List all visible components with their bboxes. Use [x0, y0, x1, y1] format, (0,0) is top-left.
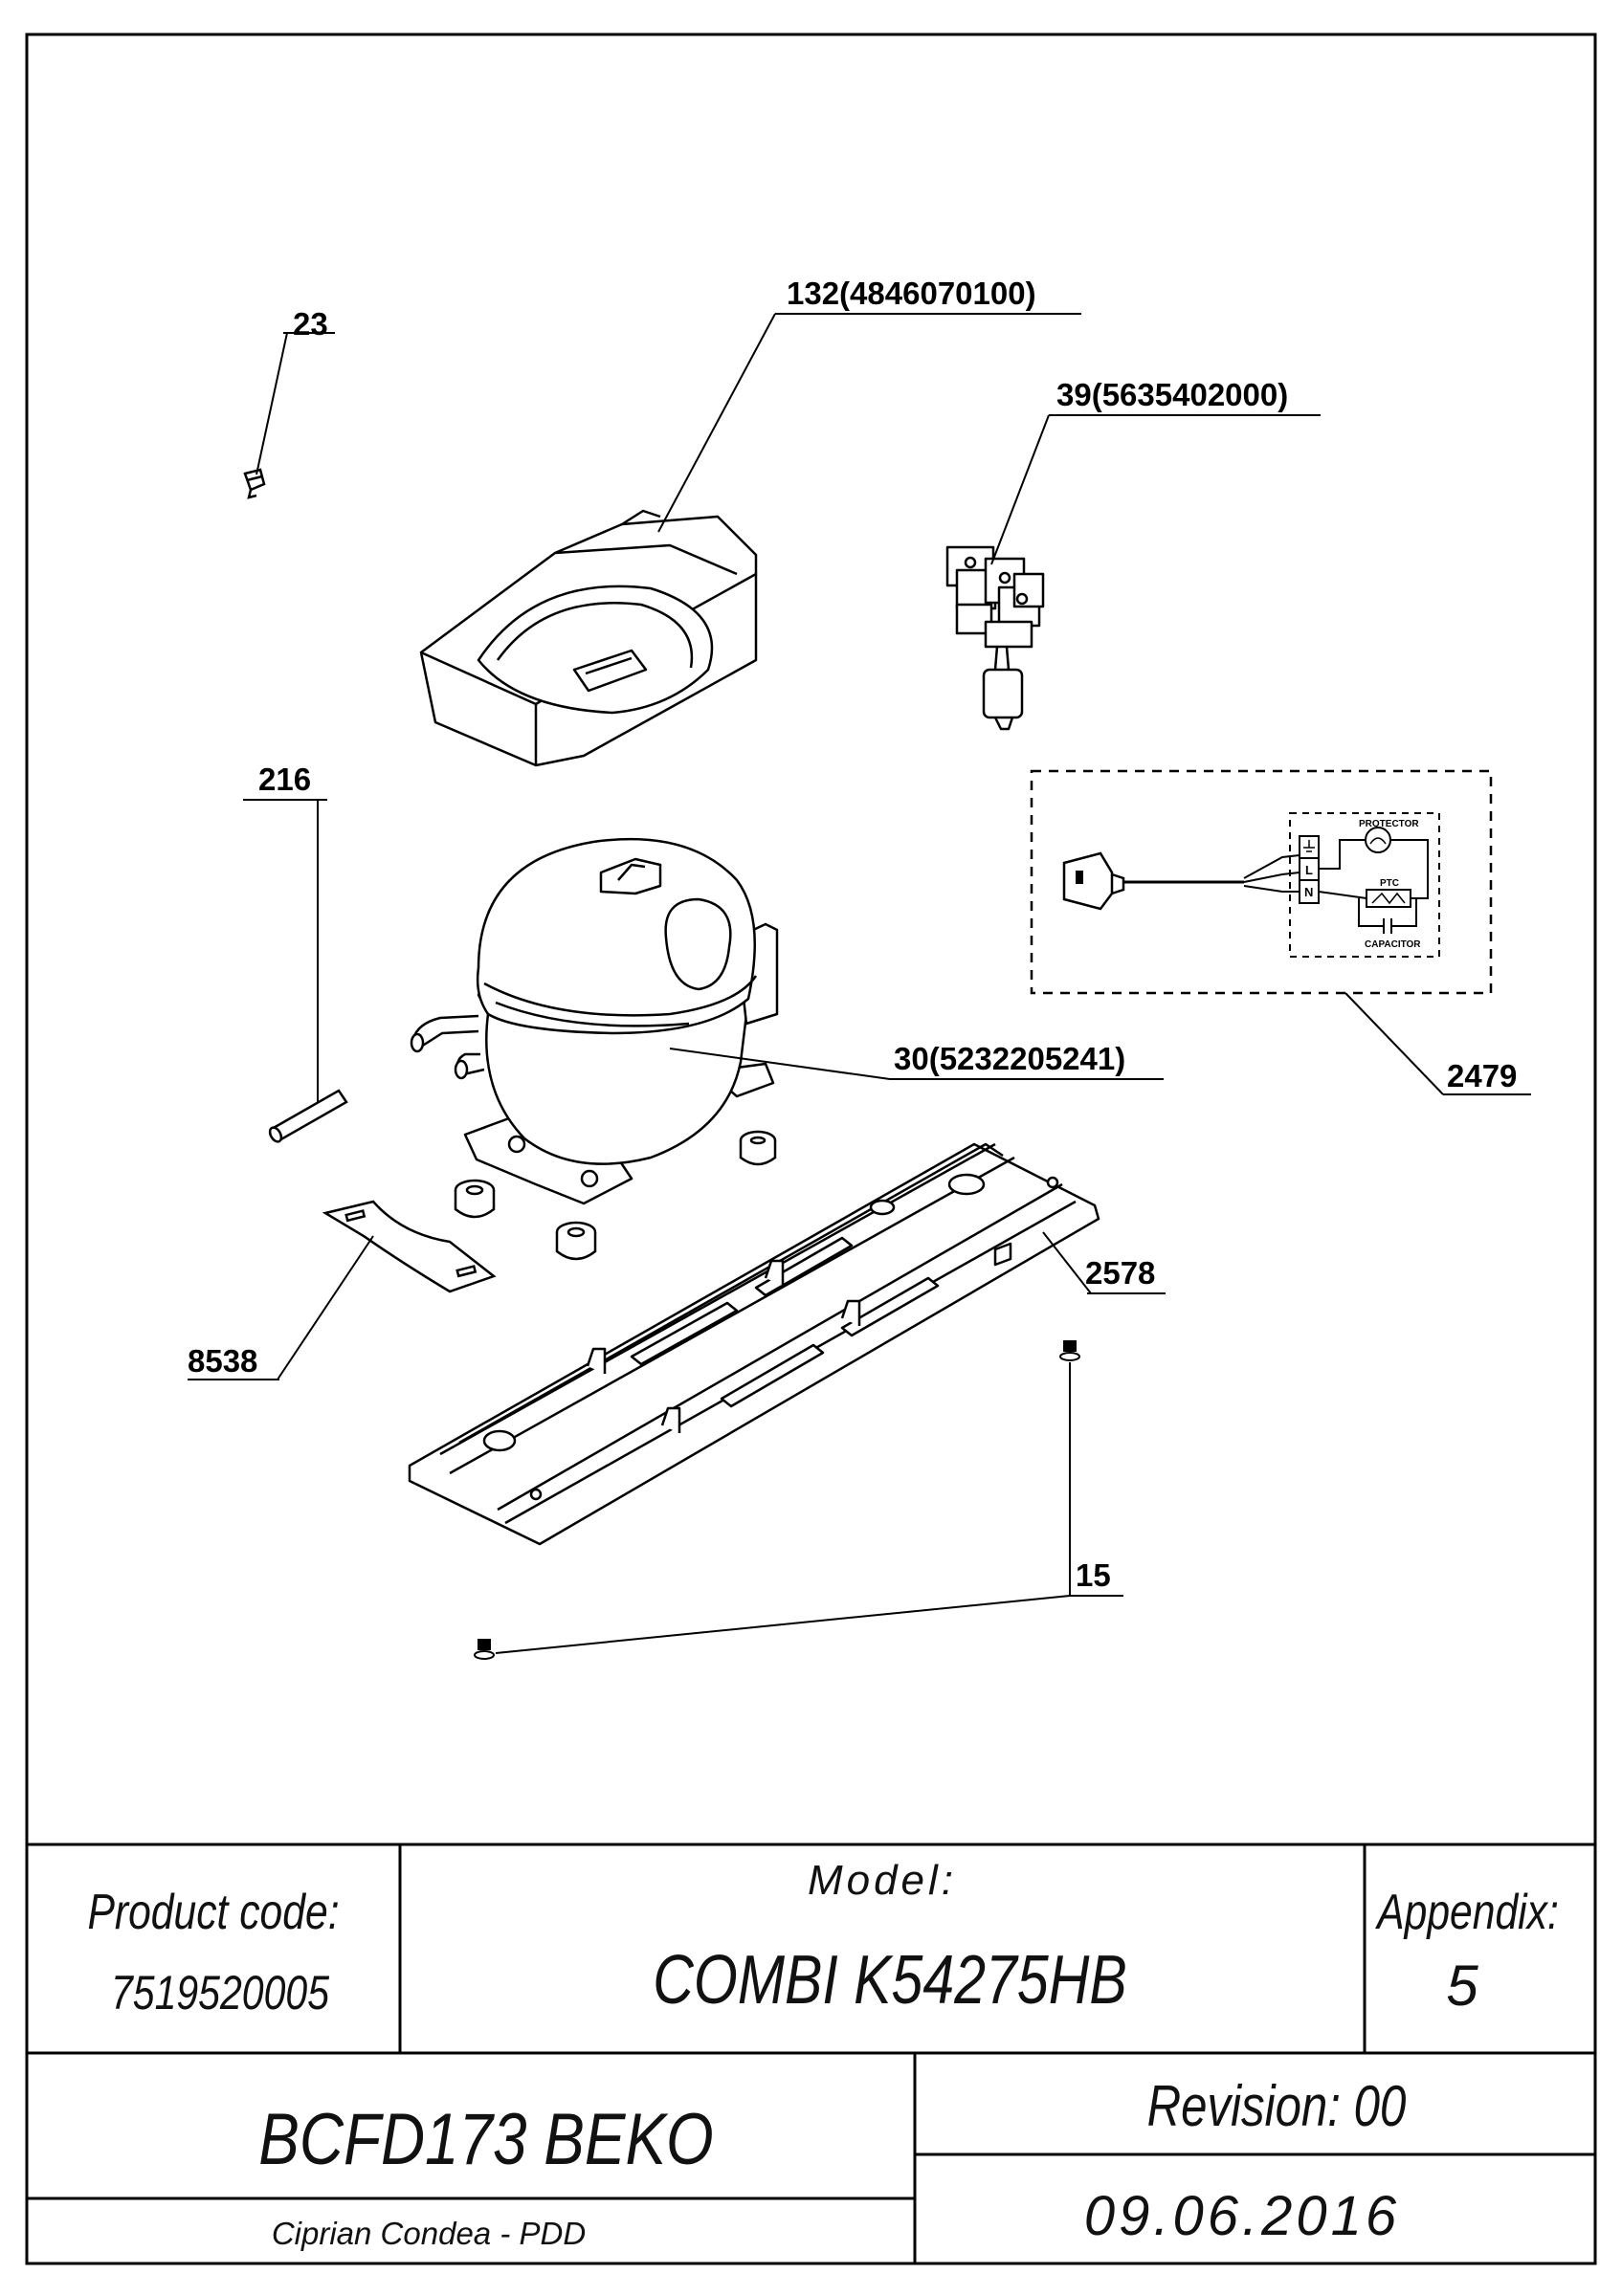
callout-132: 132(4846070100): [787, 276, 1036, 311]
part-39-relay: [945, 545, 1045, 731]
author: Ciprian Condea - PDD: [272, 2216, 586, 2251]
rubber-grommets: [454, 1130, 777, 1261]
model-value: COMBI K54275HB: [653, 1940, 1126, 2018]
wiring-capacitor: CAPACITOR: [1365, 939, 1421, 950]
leader-23: [256, 332, 288, 475]
callout-23: 23: [293, 306, 328, 342]
leader-30: [669, 1048, 891, 1080]
date: 09.06.2016: [1084, 2185, 1400, 2247]
callout-216: 216: [258, 762, 311, 797]
callout-30: 30(5232205241): [894, 1041, 1125, 1076]
wiring-protector: PROTECTOR: [1359, 819, 1419, 829]
part-216-tube: [268, 1089, 348, 1143]
title-block: [27, 1843, 1595, 2263]
product-code-label: Product code:: [87, 1885, 339, 1940]
product-code-value: 7519520005: [111, 1966, 330, 2020]
wiring-terminal-n: N: [1304, 885, 1313, 899]
callout-8538: 8538: [188, 1343, 257, 1379]
revision: Revision: 00: [1147, 2073, 1407, 2138]
leader-8538: [277, 1235, 374, 1380]
appendix-value: 5: [1446, 1954, 1478, 2018]
appendix-label: Appendix:: [1374, 1885, 1558, 1940]
part-15-screws: [474, 1340, 1080, 1660]
part-2479-wiring: L N PROTECTOR PTC CAPACITOR: [1030, 769, 1493, 995]
part-30-compressor: [410, 837, 779, 1205]
leader-15b: [495, 1595, 1071, 1654]
callout-2578: 2578: [1085, 1255, 1155, 1291]
part-23-clip: [243, 468, 266, 499]
callout-2479: 2479: [1447, 1058, 1517, 1093]
leader-132: [657, 313, 776, 533]
part-132-cover: [419, 509, 758, 767]
leader-39: [990, 414, 1050, 565]
callout-39: 39(5635402000): [1056, 377, 1288, 412]
part-8538-strap: [322, 1200, 497, 1293]
leader-2479: [1344, 992, 1444, 1095]
callout-15: 15: [1076, 1557, 1111, 1593]
leader-2578: [1042, 1231, 1092, 1294]
product-name: BCFD173 BEKO: [258, 2098, 713, 2180]
part-2578-base-plate: [408, 1142, 1100, 1546]
wiring-terminal-l: L: [1305, 863, 1313, 877]
drawing-frame: [25, 33, 1597, 2265]
wiring-ptc: PTC: [1380, 878, 1399, 889]
model-label: Model:: [808, 1857, 957, 1904]
